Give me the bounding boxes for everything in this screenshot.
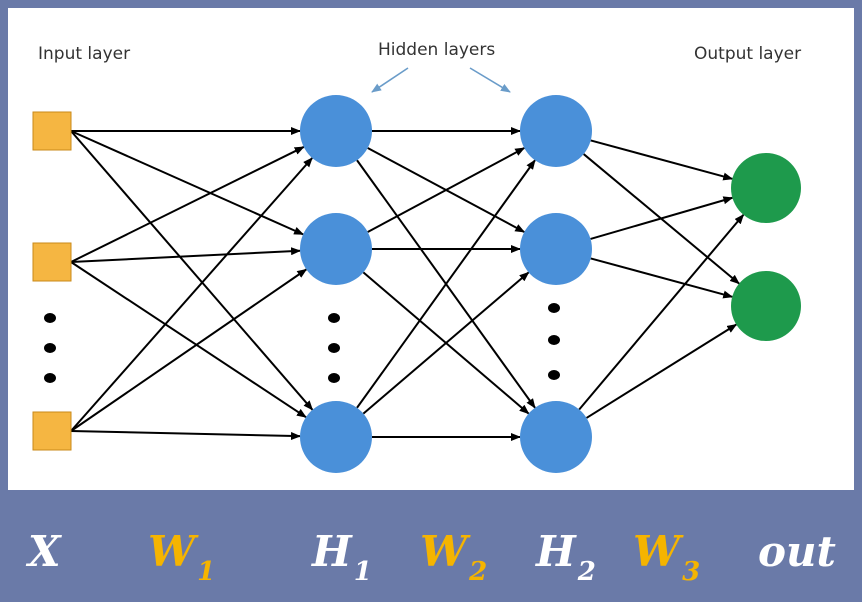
ellipsis-dots [44, 303, 560, 383]
edge-x2-h1n2 [70, 430, 302, 440]
hidden2-node-2 [520, 213, 592, 285]
edge-h2n1-out0 [590, 196, 734, 240]
input-ellipsis-dot-3 [44, 373, 56, 383]
symbol-w3-subscript: 3 [682, 557, 701, 587]
hidden1-ellipsis-dot-1 [328, 313, 340, 323]
hidden1-node-2 [300, 213, 372, 285]
edge-x0-h1n1 [70, 130, 305, 236]
edge-h2n2-out0 [578, 213, 745, 411]
edge-x1-h1n2 [70, 261, 307, 418]
hidden2-node-3 [520, 401, 592, 473]
symbol-h1-base: H [312, 527, 352, 576]
edge-x2-h1n0 [70, 157, 313, 432]
symbol-h1: H1 [312, 522, 372, 602]
hidden-callout-arrow-right [469, 67, 511, 93]
hidden1-node-1 [300, 95, 372, 167]
network-nodes [32, 95, 801, 473]
hidden2-ellipsis-dot-2 [548, 335, 560, 345]
edge-h2n0-out0 [590, 139, 734, 181]
edge-x2-h1n1 [70, 268, 308, 432]
input-ellipsis-dot-2 [44, 343, 56, 353]
hidden1-node-3 [300, 401, 372, 473]
symbol-w1: W1 [148, 522, 215, 602]
symbol-w3: W3 [633, 522, 700, 602]
symbol-w1-base: W [148, 527, 196, 576]
output-layer-label: Output layer [694, 44, 802, 64]
connection-edges [70, 127, 745, 441]
input-node-3 [32, 411, 72, 451]
edge-h2n1-out1 [590, 257, 734, 299]
hidden-layers-label: Hidden layers [378, 40, 496, 60]
symbol-h1-subscript: 1 [353, 557, 372, 587]
hidden1-ellipsis-dot-3 [328, 373, 340, 383]
edge-x1-h1n0 [70, 146, 305, 263]
symbol-x: X [28, 522, 61, 582]
symbol-w3-base: W [633, 527, 681, 576]
edge-h1n2-h2n0 [356, 159, 536, 409]
symbol-w1-subscript: 1 [197, 557, 216, 587]
symbol-w2-base: W [420, 527, 468, 576]
symbol-h2: H2 [536, 522, 596, 602]
input-ellipsis-dot-1 [44, 313, 56, 323]
symbol-w2: W2 [420, 522, 487, 602]
symbol-h2-subscript: 2 [577, 557, 596, 587]
edge-h2n2-out1 [586, 323, 738, 419]
hidden1-ellipsis-dot-2 [328, 343, 340, 353]
symbol-out: out [758, 522, 836, 582]
output-node-2 [731, 271, 801, 341]
hidden2-node-1 [520, 95, 592, 167]
hidden2-ellipsis-dot-3 [548, 370, 560, 380]
input-node-2 [32, 242, 72, 282]
hidden-callout-arrow-left [371, 67, 409, 93]
edge-x0-h1n2 [70, 130, 314, 411]
symbol-h2-base: H [536, 527, 576, 576]
symbol-x-text: X [28, 527, 61, 576]
input-layer-label: Input layer [38, 44, 131, 64]
output-node-1 [731, 153, 801, 223]
edge-h1n2-h2n1 [362, 271, 530, 415]
edge-h1n1-h2n0 [367, 147, 526, 233]
input-node-1 [32, 111, 72, 151]
symbol-w2-subscript: 2 [469, 557, 488, 587]
edge-x1-h1n1 [70, 247, 302, 263]
symbol-out-text: out [758, 527, 836, 576]
hidden2-ellipsis-dot-1 [548, 303, 560, 313]
